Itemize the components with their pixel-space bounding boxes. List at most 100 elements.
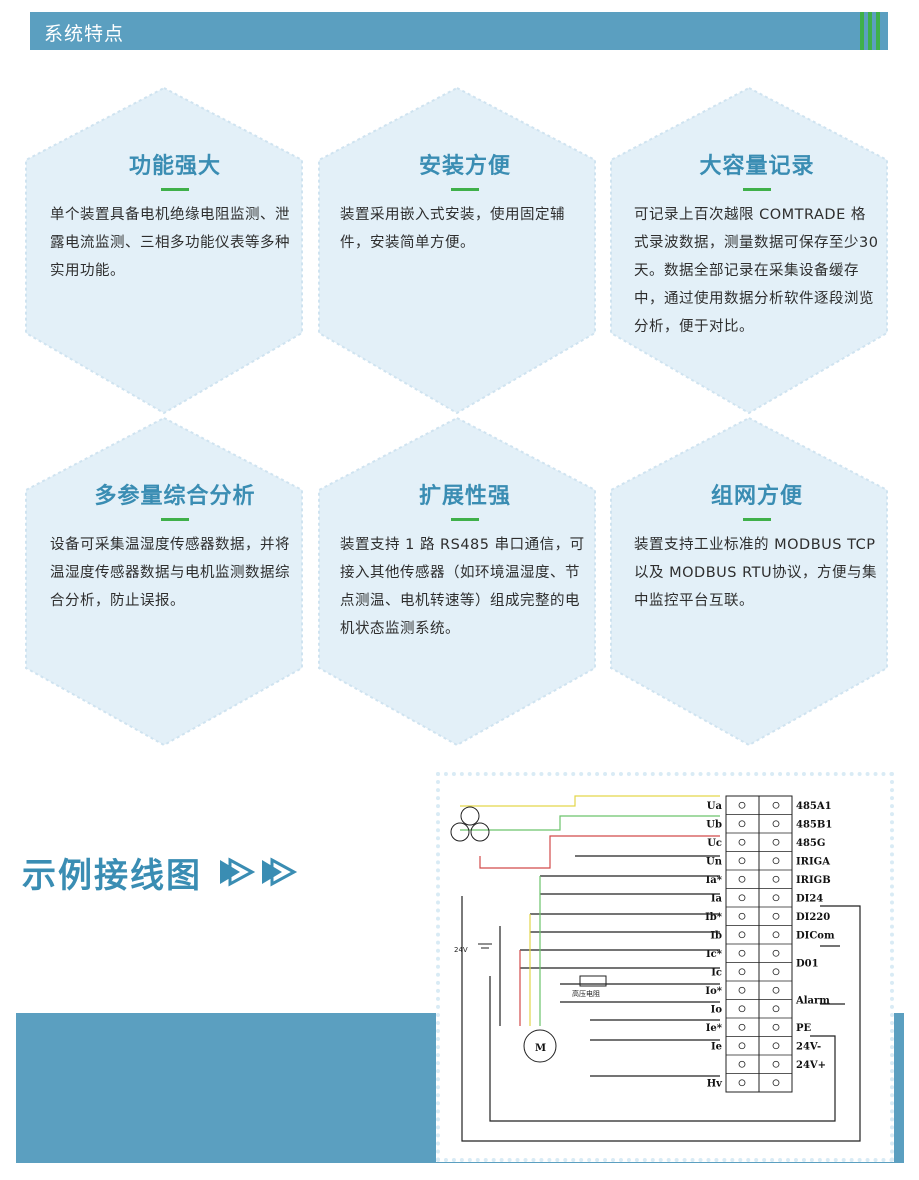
terminal-screw — [738, 1079, 746, 1087]
right-terminal-label: IRIGA — [796, 857, 830, 868]
feature-title: 扩展性强 — [418, 484, 511, 509]
terminal-screw — [772, 894, 780, 902]
example-title: 示例接线图 — [22, 856, 202, 896]
left-terminal-label: Ic — [711, 968, 722, 979]
feature-card-4: 多参量综合分析 设备可采集温湿度传感器数据，并将温湿度传感器数据与电机监测数据综… — [50, 478, 300, 615]
right-terminal-label: D01 — [796, 958, 819, 969]
terminal-screw — [772, 838, 780, 846]
feature-body: 装置支持 1 路 RS485 串口通信，可接入其他传感器（如环境温湿度、节点测温… — [340, 537, 585, 637]
terminal-screw — [772, 931, 780, 939]
title-underline — [743, 188, 771, 191]
left-terminal-label: Io — [711, 1005, 723, 1016]
feature-body: 单个装置具备电机绝缘电阻监测、泄露电流监测、三相多功能仪表等多种实用功能。 — [50, 207, 290, 279]
double-arrow-icon — [220, 857, 298, 887]
left-terminal-label: Ie* — [706, 1023, 723, 1034]
terminal-screw — [772, 857, 780, 865]
terminal-screw — [772, 801, 780, 809]
right-terminal-label: PE — [796, 1023, 812, 1034]
left-terminal-label: Ua — [707, 801, 723, 812]
hexagon-1 — [25, 86, 303, 415]
left-terminal-label: Ie — [711, 1042, 722, 1053]
left-terminal-label: Ib* — [705, 912, 723, 923]
terminal-screw — [738, 1023, 746, 1031]
terminal-screw — [738, 986, 746, 994]
terminal-screw — [738, 1005, 746, 1013]
hexagon-4 — [25, 416, 303, 747]
title-underline — [451, 518, 479, 521]
wiring-lines — [460, 795, 861, 1142]
left-terminal-label: Ia* — [706, 875, 723, 886]
terminal-screw — [772, 1023, 780, 1031]
left-terminal-label: Io* — [705, 986, 722, 997]
left-terminal-label: Uc — [707, 838, 722, 849]
terminal-screw — [772, 1060, 780, 1068]
title-underline — [451, 188, 479, 191]
terminal-screw — [738, 968, 746, 976]
left-terminal-label: Hv — [707, 1079, 723, 1090]
title-underline — [161, 188, 189, 191]
left-terminal-label: Ib — [710, 931, 722, 942]
feature-card-1: 功能强大 单个装置具备电机绝缘电阻监测、泄露电流监测、三相多功能仪表等多种实用功… — [50, 148, 300, 285]
left-terminal-label: Ub — [706, 820, 722, 831]
terminal-screw — [738, 801, 746, 809]
supply-label: 24V — [454, 946, 468, 954]
feature-body: 设备可采集温湿度传感器数据，并将温湿度传感器数据与电机监测数据综合分析，防止误报… — [50, 537, 290, 609]
feature-body: 可记录上百次越限 COMTRADE 格式录波数据，测量数据可保存至少30天。数据… — [634, 207, 879, 335]
right-terminal-label: 485A1 — [796, 801, 832, 812]
terminal-screw — [738, 857, 746, 865]
feature-card-5: 扩展性强 装置支持 1 路 RS485 串口通信，可接入其他传感器（如环境温湿度… — [340, 478, 590, 643]
terminal-screw — [772, 968, 780, 976]
terminal-screw — [738, 1060, 746, 1068]
feature-card-6: 组网方便 装置支持工业标准的 MODBUS TCP 以及 MODBUS RTU协… — [634, 478, 880, 615]
feature-title: 大容量记录 — [699, 154, 815, 179]
hexagon-5 — [318, 416, 596, 747]
terminal-screw — [738, 894, 746, 902]
title-underline — [743, 518, 771, 521]
terminal-screw — [772, 1005, 780, 1013]
feature-card-2: 安装方便 装置采用嵌入式安装，使用固定辅件，安装简单方便。 — [340, 148, 590, 257]
left-terminal-label: Ia — [711, 894, 723, 905]
feature-title: 功能强大 — [128, 154, 221, 179]
hexagon-backgrounds — [25, 86, 888, 747]
terminal-screw — [738, 931, 746, 939]
left-terminal-label: Ic* — [706, 949, 723, 960]
feature-body: 装置支持工业标准的 MODBUS TCP 以及 MODBUS RTU协议，方便与… — [634, 537, 878, 609]
feature-body: 装置采用嵌入式安装，使用固定辅件，安装简单方便。 — [340, 207, 565, 251]
terminal-screw — [772, 875, 780, 883]
right-terminal-label: DICom — [796, 931, 835, 942]
right-terminal-label: 24V- — [796, 1042, 821, 1053]
terminal-screw — [738, 949, 746, 957]
feature-title: 多参量综合分析 — [94, 484, 256, 509]
terminal-screw — [738, 820, 746, 828]
high-voltage-resistor — [579, 975, 607, 987]
terminal-screw — [772, 986, 780, 994]
hexagon-6 — [610, 416, 888, 747]
terminal-screw — [772, 820, 780, 828]
right-terminal-label: 24V+ — [796, 1060, 826, 1071]
right-terminal-label: 485G — [796, 838, 825, 849]
right-terminal-label: IRIGB — [796, 875, 831, 886]
right-terminal-label: DI24 — [796, 894, 823, 905]
terminal-screw — [772, 912, 780, 920]
right-terminal-label: Alarm — [795, 995, 830, 1006]
hexagon-3 — [610, 86, 888, 415]
terminal-screw — [738, 875, 746, 883]
section-title: 系统特点 — [44, 23, 125, 45]
motor-label: M — [535, 1043, 546, 1054]
feature-title: 组网方便 — [710, 484, 803, 509]
terminal-screw — [772, 1042, 780, 1050]
right-terminal-label: DI220 — [796, 912, 830, 923]
terminal-screw — [772, 1079, 780, 1087]
section-header: 系统特点 — [30, 12, 888, 50]
left-terminal-label: Un — [706, 857, 723, 868]
title-underline — [161, 518, 189, 521]
resistor-label: 高压电阻 — [572, 989, 600, 998]
header-stripes-decoration — [860, 12, 880, 50]
terminal-screw — [738, 912, 746, 920]
power-source-symbol — [450, 806, 490, 842]
feature-title: 安装方便 — [418, 154, 511, 179]
feature-card-3: 大容量记录 可记录上百次越限 COMTRADE 格式录波数据，测量数据可保存至少… — [634, 148, 880, 341]
motor-symbol — [523, 1029, 557, 1063]
